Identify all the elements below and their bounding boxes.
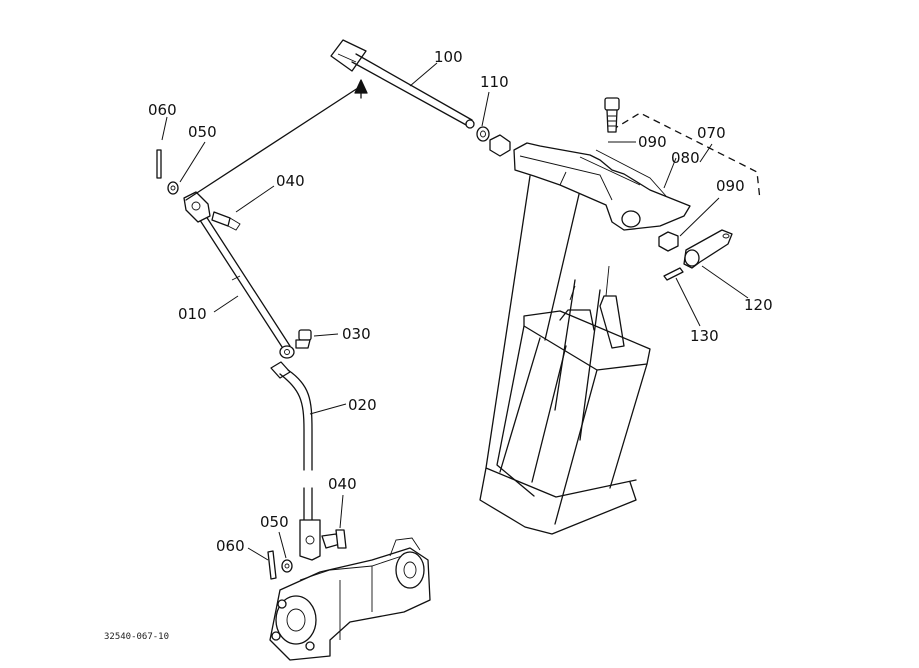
bolt-040-upper [211, 211, 241, 231]
link-rod-010 [183, 191, 295, 359]
label-040-lower: 040 [328, 475, 357, 493]
label-120: 120 [744, 296, 773, 314]
label-090-right: 090 [716, 177, 745, 195]
lever-120 [683, 229, 733, 269]
label-040-upper: 040 [276, 172, 305, 190]
rod-020 [270, 361, 321, 561]
connection-arrow [185, 79, 368, 201]
label-050-lower: 050 [260, 513, 289, 531]
part-labels: 100 110 070 090 080 090 060 050 040 010 … [104, 48, 773, 642]
leader-lines [161, 62, 749, 561]
bracket-080 [513, 142, 691, 231]
washer-050-lower [281, 559, 293, 573]
label-080: 080 [671, 149, 700, 167]
bolt-040-lower [321, 529, 347, 549]
pedal-housing [479, 175, 651, 535]
valve-block [269, 537, 431, 661]
label-020: 020 [348, 396, 377, 414]
label-010: 010 [178, 305, 207, 323]
label-090-top: 090 [638, 133, 667, 151]
pin-060-lower [267, 550, 277, 580]
label-060-lower: 060 [216, 537, 245, 555]
label-130: 130 [690, 327, 719, 345]
pin-060-upper [156, 149, 162, 179]
label-030: 030 [342, 325, 371, 343]
bolt-090-top [604, 97, 620, 133]
figure-id: 32540-067-10 [104, 632, 169, 642]
bushing-090-right [658, 231, 679, 252]
washer-050-upper [167, 181, 179, 195]
label-060-upper: 060 [148, 101, 177, 119]
bracket-assembly-outline [611, 112, 761, 201]
washer-110 [476, 126, 511, 157]
label-050-upper: 050 [188, 123, 217, 141]
label-070: 070 [697, 124, 726, 142]
rod-100 [330, 39, 475, 129]
bolt-030 [295, 329, 312, 349]
pin-130 [663, 267, 684, 281]
label-100: 100 [434, 48, 463, 66]
label-110: 110 [480, 73, 509, 91]
